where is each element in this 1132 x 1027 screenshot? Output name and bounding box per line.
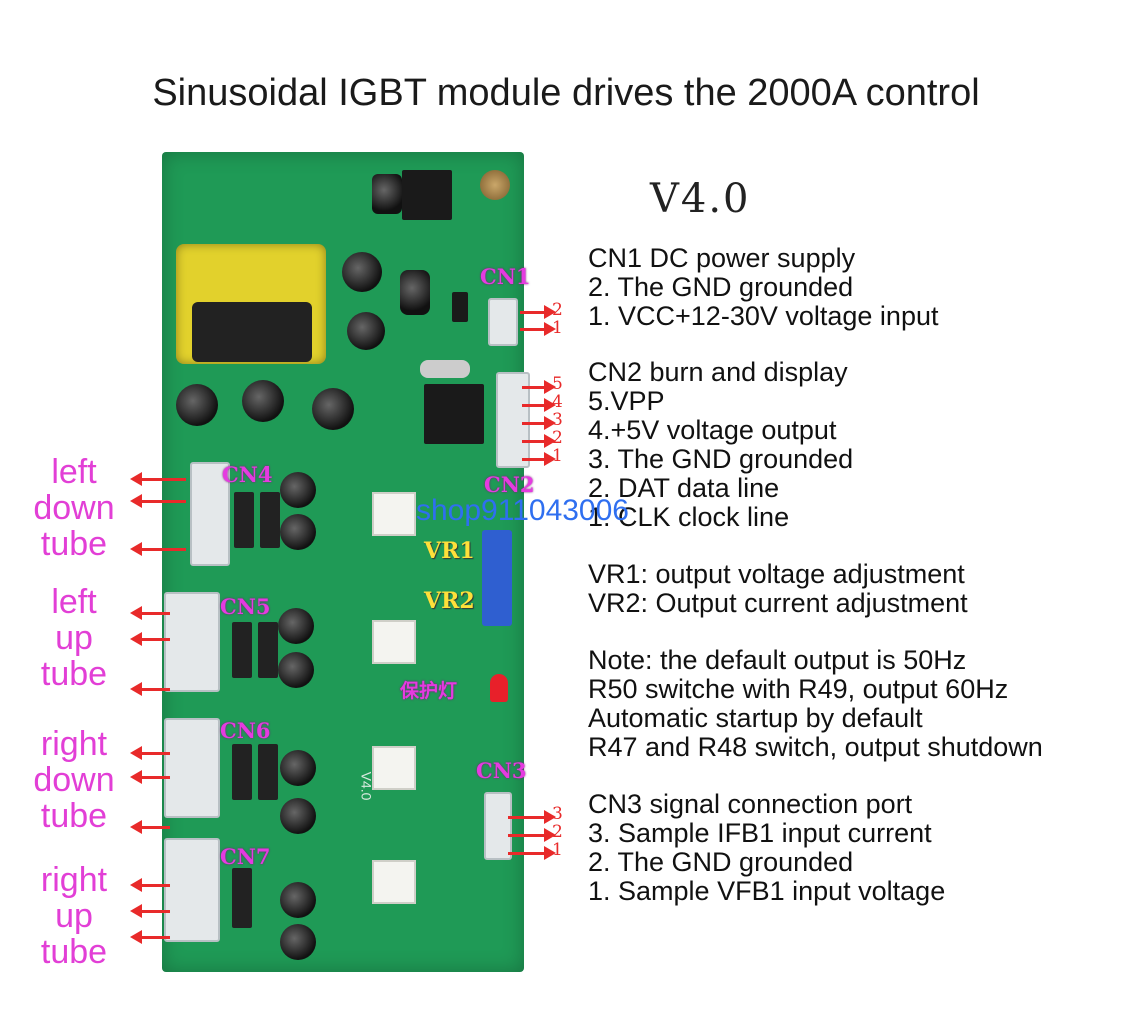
cn6-connector xyxy=(164,718,220,818)
cn1-pin-1: 1 xyxy=(552,318,563,338)
cn4-arrow xyxy=(130,472,186,486)
driver-transistor xyxy=(234,492,254,548)
cn4-arrow xyxy=(130,542,186,556)
cn2-pin-4: 4 xyxy=(552,392,563,412)
driver-transistor xyxy=(232,744,252,800)
cn2-arrow xyxy=(522,398,556,412)
capacitor xyxy=(242,380,284,422)
cn7-arrow xyxy=(130,904,170,918)
driver-transistor xyxy=(258,744,278,800)
capacitor xyxy=(280,882,316,918)
transformer-core xyxy=(192,302,312,362)
capacitor xyxy=(280,924,316,960)
cn5-arrow xyxy=(130,632,170,646)
cn3-connector xyxy=(484,792,512,860)
driver-transistor xyxy=(260,492,280,548)
vr1-label: VR1 xyxy=(424,538,475,564)
tube-label-right-up: right up tube xyxy=(40,861,108,971)
diagram-title: Sinusoidal IGBT module drives the 2000A … xyxy=(152,72,980,114)
cn6-label: CN6 xyxy=(220,718,271,743)
cn2-pin-2: 2 xyxy=(552,428,563,448)
cn2-arrow xyxy=(522,380,556,394)
cn3-arrow xyxy=(508,828,556,842)
cn1-connector xyxy=(488,298,518,346)
cn2-pin-3: 3 xyxy=(552,410,563,430)
cn2-description: CN2 burn and display 5.VPP 4.+5V voltage… xyxy=(588,357,854,532)
cn4-connector xyxy=(190,462,230,566)
capacitor xyxy=(280,514,316,550)
pcb-board: CN1 CN2 CN4 VR1 VR2 CN5 保护灯 CN6 V4.0 CN3… xyxy=(162,152,535,972)
cn4-label: CN4 xyxy=(222,462,273,487)
driver-transistor xyxy=(258,622,278,678)
cn1-arrow xyxy=(520,322,556,336)
cn4-arrow xyxy=(130,494,186,508)
driver-transistor xyxy=(232,622,252,678)
capacitor xyxy=(280,750,316,786)
cn7-connector xyxy=(164,838,220,942)
capacitor xyxy=(278,652,314,688)
cn1-pin-2: 2 xyxy=(552,300,563,320)
capacitor xyxy=(372,174,402,214)
cn2-arrow xyxy=(522,452,556,466)
note-description: Note: the default output is 50Hz R50 swi… xyxy=(588,645,1043,762)
potentiometer xyxy=(482,530,512,626)
version-label: V4.0 xyxy=(650,176,751,222)
cn5-label: CN5 xyxy=(220,594,271,619)
cn7-arrow xyxy=(130,878,170,892)
optocoupler xyxy=(372,620,416,664)
cn3-arrow xyxy=(508,846,556,860)
watermark-text: shop911043006 xyxy=(416,494,629,527)
tube-label-left-down: left down tube xyxy=(33,453,115,563)
cn1-label: CN1 xyxy=(480,264,531,289)
capacitor xyxy=(278,608,314,644)
vr2-label: VR2 xyxy=(424,588,475,614)
cn6-arrow xyxy=(130,746,170,760)
board-version-silk: V4.0 xyxy=(358,771,375,801)
cn6-arrow xyxy=(130,770,170,784)
capacitor xyxy=(400,270,430,315)
regulator-chip xyxy=(402,170,452,220)
capacitor xyxy=(347,312,385,350)
cn1-arrow xyxy=(520,305,556,319)
transistor xyxy=(452,292,468,322)
cn3-pin-3: 3 xyxy=(552,804,563,824)
tube-label-left-up: left up tube xyxy=(40,583,108,693)
cn2-pin-1: 1 xyxy=(552,446,563,466)
cn1-description: CN1 DC power supply 2. The GND grounded … xyxy=(588,243,939,331)
optocoupler xyxy=(372,746,416,790)
cn7-label: CN7 xyxy=(220,844,271,869)
cn2-pin-5: 5 xyxy=(552,374,563,394)
capacitor xyxy=(176,384,218,426)
tube-label-right-down: right down tube xyxy=(33,725,115,835)
vr-description: VR1: output voltage adjustment VR2: Outp… xyxy=(588,559,968,618)
cn3-label: CN3 xyxy=(476,758,527,783)
optocoupler xyxy=(372,492,416,536)
capacitor xyxy=(280,798,316,834)
cn3-pin-1: 1 xyxy=(552,840,563,860)
capacitor xyxy=(280,472,316,508)
cn2-label: CN2 xyxy=(484,472,535,497)
cn2-arrow xyxy=(522,434,556,448)
cn5-connector xyxy=(164,592,220,692)
capacitor xyxy=(342,252,382,292)
cn3-arrow xyxy=(508,810,556,824)
optocoupler xyxy=(372,860,416,904)
cn3-description: CN3 signal connection port 3. Sample IFB… xyxy=(588,789,946,906)
cn7-arrow xyxy=(130,930,170,944)
cn5-arrow xyxy=(130,682,170,696)
cn3-pin-2: 2 xyxy=(552,822,563,842)
driver-transistor xyxy=(232,868,252,928)
protect-light-label: 保护灯 xyxy=(400,680,458,702)
crystal xyxy=(420,360,470,378)
mcu-chip xyxy=(424,384,484,444)
protect-led xyxy=(490,674,508,702)
cn5-arrow xyxy=(130,606,170,620)
mount-hole xyxy=(480,170,510,200)
capacitor xyxy=(312,388,354,430)
cn6-arrow xyxy=(130,820,170,834)
cn2-arrow xyxy=(522,416,556,430)
